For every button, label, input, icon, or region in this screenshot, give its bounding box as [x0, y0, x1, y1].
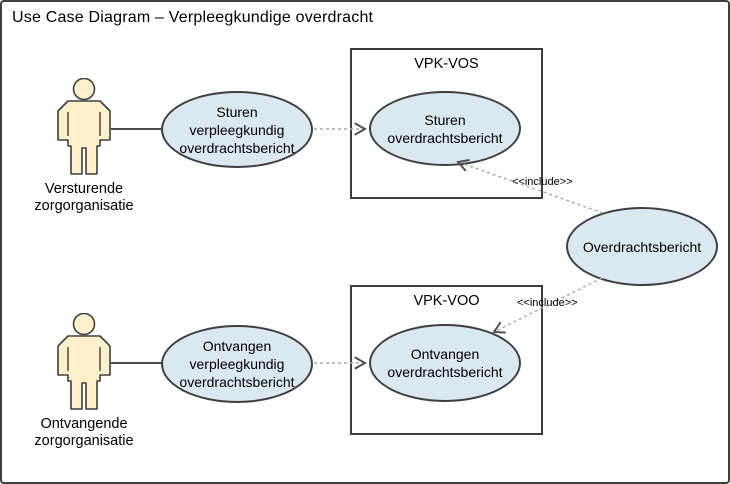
system-boundary-label: VPK-VOO — [413, 293, 480, 309]
usecase-label: Overdrachtsbericht — [582, 238, 702, 255]
actor-label: Ontvangende zorgorganisatie — [34, 416, 134, 449]
diagram-title: Use Case Diagram – Verpleegkundige overd… — [12, 9, 374, 26]
usecase-sturen-verpleegkundig-overdrachtsbericht: Sturen verpleegkundig overdrachtsbericht — [161, 91, 313, 168]
system-boundary-label: VPK-VOS — [414, 56, 479, 72]
actor-versturende-zorgorganisatie: Versturende zorgorganisatie — [4, 78, 164, 215]
usecase-label: Ontvangen overdrachtsbericht — [387, 346, 503, 380]
usecase-overdrachtsbericht: Overdrachtsbericht — [566, 207, 718, 286]
usecase-ontvangen-verpleegkundig-overdrachtsbericht: Ontvangen verpleegkundig overdrachtsberi… — [161, 325, 313, 403]
include-stereotype-label: <<include>> — [512, 176, 573, 188]
person-icon — [57, 313, 111, 410]
actor-label: Versturende zorgorganisatie — [34, 181, 134, 214]
usecase-ontvangen-overdrachtsbericht: Ontvangen overdrachtsbericht — [369, 324, 521, 402]
actor-ontvangende-zorgorganisatie: Ontvangende zorgorganisatie — [4, 313, 164, 450]
person-icon — [57, 78, 111, 175]
usecase-label: Ontvangen verpleegkundig overdrachtsberi… — [179, 338, 295, 390]
usecase-label: Sturen overdrachtsbericht — [387, 111, 503, 146]
usecase-label: Sturen verpleegkundig overdrachtsbericht — [179, 103, 295, 156]
usecase-sturen-overdrachtsbericht: Sturen overdrachtsbericht — [369, 91, 521, 166]
include-stereotype-label: <<include>> — [517, 297, 578, 309]
